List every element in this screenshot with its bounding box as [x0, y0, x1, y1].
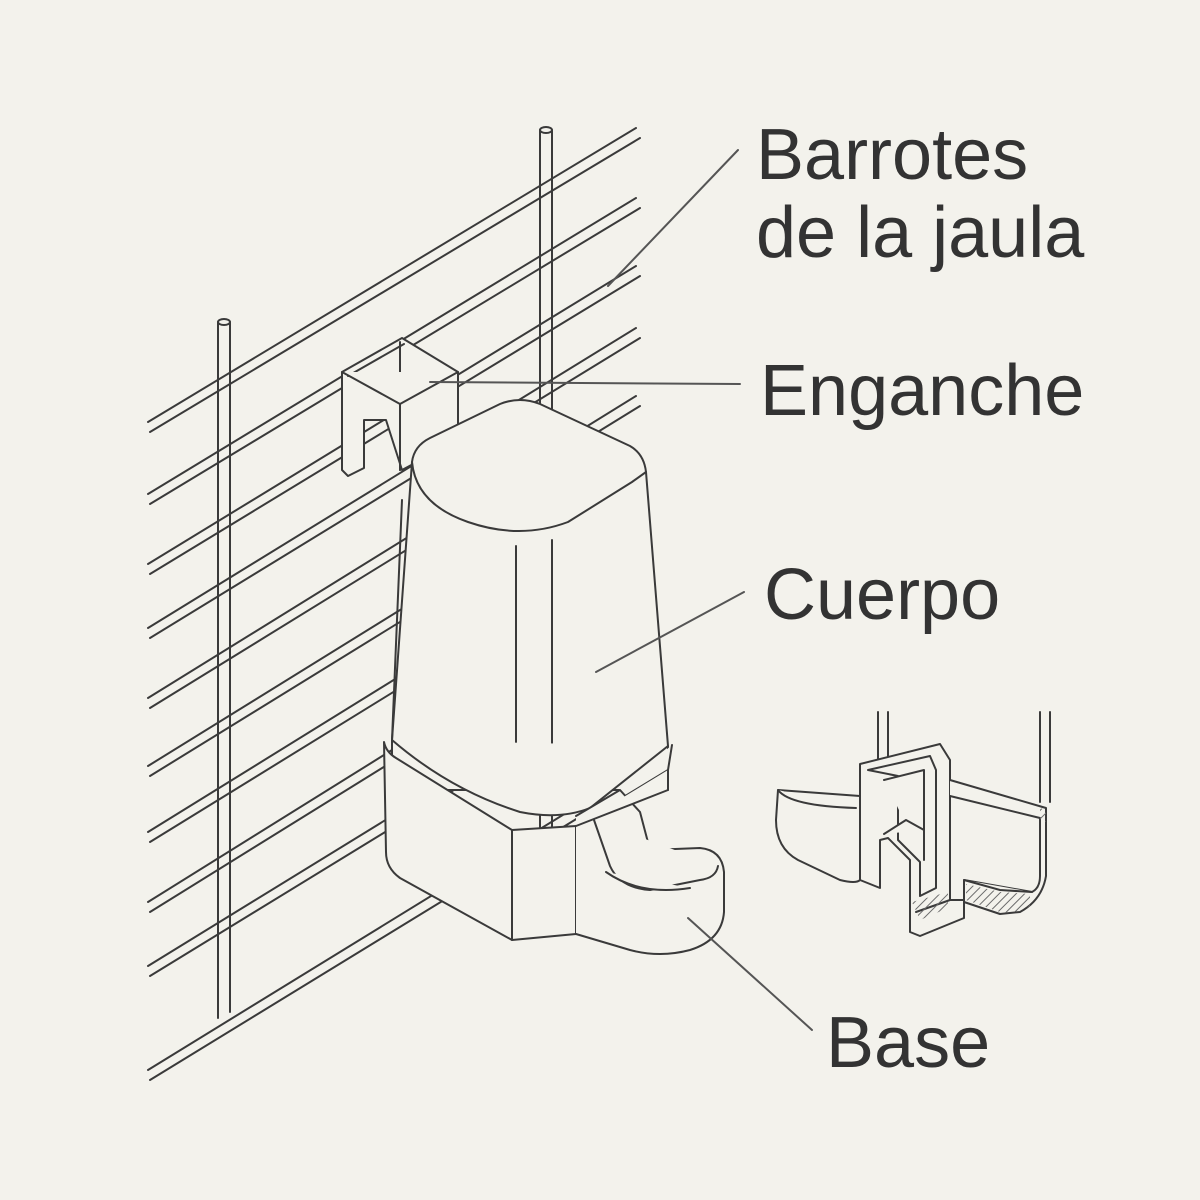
feeder-body [391, 399, 669, 817]
leader-base [687, 917, 813, 1031]
leader-bars [607, 149, 739, 287]
label-enganche: Enganche [760, 351, 1085, 431]
vertical-bar-left [217, 318, 231, 1019]
cross-section-detail [775, 711, 1051, 937]
leader-lines [429, 149, 813, 1031]
leader-hook [429, 381, 741, 385]
label-barrotes-line2: de la jaula [756, 193, 1085, 273]
feeder-base [383, 741, 725, 955]
label-cuerpo: Cuerpo [764, 555, 1001, 635]
section-hatching [912, 808, 1046, 920]
label-base: Base [826, 1003, 991, 1083]
leader-body [595, 591, 745, 673]
label-barrotes-line1: Barrotes [756, 115, 1029, 195]
